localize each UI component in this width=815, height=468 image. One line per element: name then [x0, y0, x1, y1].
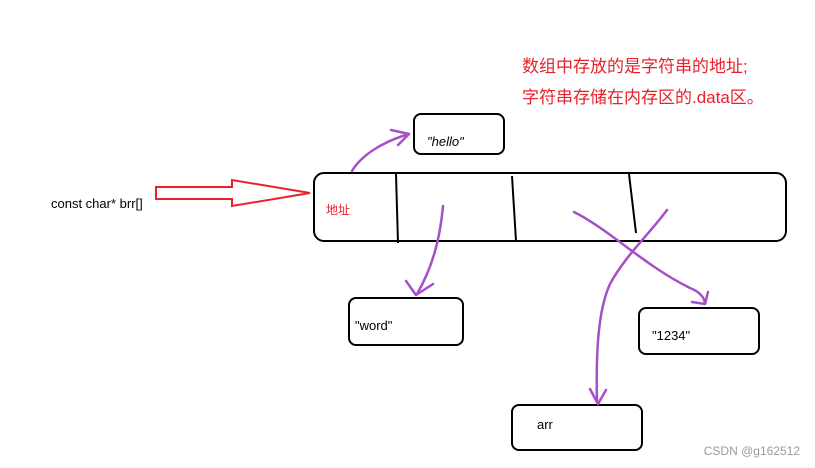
- num-box: [638, 307, 760, 355]
- pointer-arrowhead-word: [404, 279, 435, 297]
- watermark: CSDN @g162512: [703, 444, 800, 458]
- pointer-arrowhead-arr: [588, 387, 608, 406]
- array-divider-3: [628, 173, 637, 234]
- note-line-2: 字符串存储在内存区的.data区。: [522, 88, 764, 107]
- pointer-arrow-hello: [350, 132, 411, 173]
- array-box: [313, 172, 787, 242]
- string-1234: "1234": [652, 328, 691, 343]
- note-line-1: 数组中存放的是字符串的地址;: [522, 57, 748, 76]
- array-declaration: const char* brr[]: [51, 196, 143, 211]
- hello-box: [413, 113, 505, 155]
- string-hello: "hello": [427, 134, 464, 149]
- array-divider-1: [395, 173, 399, 244]
- word-box: [348, 297, 464, 346]
- string-word: "word": [355, 318, 393, 333]
- string-arr: arr: [537, 417, 553, 432]
- pointer-arrowhead-hello: [389, 128, 411, 147]
- array-cell-address-label: 地址: [326, 203, 351, 217]
- array-divider-2: [511, 175, 517, 242]
- pointer-arrow-num: [572, 210, 707, 305]
- pointer-arrowhead-num: [690, 290, 710, 306]
- pointer-arrow-arr: [595, 208, 669, 404]
- pointer-arrow-word: [415, 204, 445, 296]
- main-pointer-arrow: [155, 178, 311, 208]
- arr-box: [511, 404, 643, 451]
